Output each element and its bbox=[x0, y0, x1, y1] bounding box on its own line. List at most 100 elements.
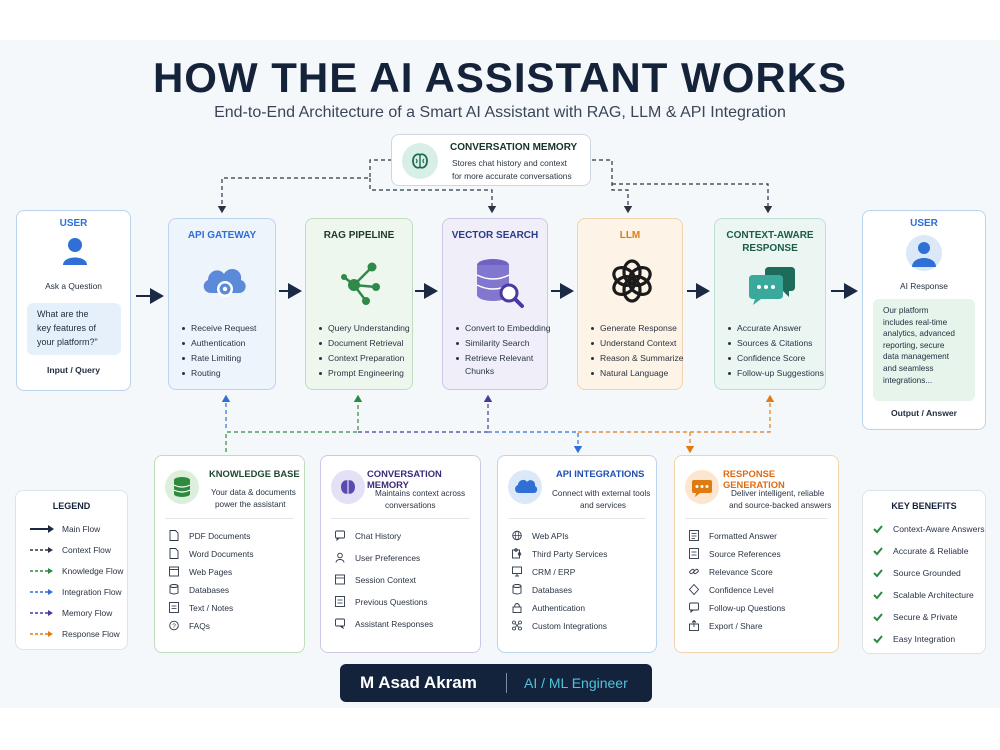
panel-item: PDF Documents bbox=[169, 530, 250, 541]
benefit-item: Accurate & Reliable bbox=[873, 546, 968, 556]
panel-item: Word Documents bbox=[169, 548, 254, 559]
panel-item-label: Custom Integrations bbox=[532, 620, 607, 631]
stage-item: Similarity Search bbox=[455, 336, 541, 351]
panel-item-label: Session Context bbox=[355, 574, 416, 585]
panel-item: CRM / ERP bbox=[512, 566, 575, 577]
key-benefits-panel: KEY BENEFITS Context-Aware Answers Accur… bbox=[862, 490, 986, 654]
panel-title: API INTEGRATIONS bbox=[556, 468, 645, 479]
panel-item: ?FAQs bbox=[169, 620, 210, 631]
user-avatar-icon bbox=[906, 235, 942, 271]
benefit-item: Context-Aware Answers bbox=[873, 524, 985, 534]
stage-context-aware-response: CONTEXT-AWARE RESPONSE Accurate Answer S… bbox=[714, 218, 826, 390]
previous-questions-icon bbox=[335, 596, 345, 607]
dashed-arrow-icon bbox=[30, 610, 53, 616]
cloud-icon bbox=[508, 470, 542, 504]
panel-desc-1: Your data & documents bbox=[211, 488, 296, 497]
stage-item: Query Understanding bbox=[318, 321, 410, 336]
author-badge: M Asad Akram AI / ML Engineer bbox=[340, 664, 652, 702]
stage-title: LLM bbox=[619, 230, 641, 241]
stage-item: Authentication bbox=[181, 336, 269, 351]
stage-llm: LLM Generate Response Understand Context… bbox=[577, 218, 684, 390]
dashed-arrow-icon bbox=[30, 568, 53, 574]
panel-item: Web APIs bbox=[512, 530, 569, 541]
panel-item-label: Databases bbox=[532, 584, 573, 595]
user-avatar-icon bbox=[63, 238, 87, 265]
benefit-item: Source Grounded bbox=[873, 568, 961, 578]
context-flow-line bbox=[612, 183, 773, 214]
memory-top-desc-2: for more accurate conversations bbox=[452, 171, 572, 181]
stage-item: Accurate Answer bbox=[727, 321, 819, 336]
legend-item: Response Flow bbox=[30, 629, 120, 639]
panel-divider bbox=[685, 518, 828, 519]
stage-item: Retrieve Relevant bbox=[455, 351, 541, 366]
benefit-label: Scalable Architecture bbox=[893, 590, 974, 600]
panel-item-label: Formatted Answer bbox=[709, 530, 777, 541]
panel-item-label: Confidence Level bbox=[709, 584, 774, 595]
stage-title: CONTEXT-AWARE bbox=[726, 230, 814, 241]
stage-title: VECTOR SEARCH bbox=[451, 230, 539, 241]
panel-divider bbox=[331, 518, 470, 519]
word-doc-icon bbox=[169, 548, 179, 559]
legend-item: Memory Flow bbox=[30, 608, 112, 618]
answer-line: and seamless bbox=[883, 363, 934, 373]
stage-items: Accurate Answer Sources & Citations Conf… bbox=[727, 321, 824, 381]
check-icon bbox=[873, 635, 883, 644]
stage-item: Sources & Citations bbox=[727, 336, 819, 351]
ai-response-label: AI Response bbox=[900, 281, 948, 291]
brain-icon bbox=[331, 470, 365, 504]
panel-item-label: FAQs bbox=[189, 620, 210, 631]
database-small-icon bbox=[169, 584, 179, 595]
user-output-card: USER AI Response Our platform includes r… bbox=[862, 210, 986, 430]
panel-item-label: Third Party Services bbox=[532, 548, 608, 559]
panel-item: Session Context bbox=[335, 574, 416, 585]
panel-item-label: PDF Documents bbox=[189, 530, 251, 541]
confidence-badge-icon bbox=[689, 584, 699, 595]
panel-item-label: Export / Share bbox=[709, 620, 763, 631]
stage-item: Confidence Score bbox=[727, 351, 819, 366]
legend-panel: LEGEND Main Flow Context Flow Knowledge … bbox=[15, 490, 128, 650]
database-icon bbox=[165, 470, 199, 504]
stage-item-continuation: Chunks bbox=[465, 366, 495, 376]
panel-desc-2: and services bbox=[580, 501, 626, 510]
panel-divider bbox=[508, 518, 646, 519]
legend-label: Memory Flow bbox=[62, 608, 113, 618]
user-prefs-icon bbox=[335, 552, 345, 563]
answer-line: Our platform bbox=[883, 306, 929, 315]
badge-divider bbox=[506, 673, 507, 693]
brain-icon bbox=[402, 143, 438, 179]
chat-history-icon bbox=[335, 530, 345, 541]
panel-item-label: Databases bbox=[189, 584, 230, 595]
link-icon bbox=[689, 568, 699, 575]
ask-question-label: Ask a Question bbox=[45, 281, 102, 291]
stage-items: Generate Response Understand Context Rea… bbox=[590, 321, 684, 381]
panel-item-label: Chat History bbox=[355, 530, 402, 541]
stage-item: Understand Context bbox=[590, 336, 676, 351]
panel-item: Formatted Answer bbox=[689, 530, 777, 541]
context-flow-line bbox=[592, 159, 633, 214]
integration-nodes-icon bbox=[512, 620, 522, 631]
legend-item: Context Flow bbox=[30, 545, 111, 555]
session-icon bbox=[335, 574, 345, 585]
stage-item: Natural Language bbox=[590, 366, 676, 381]
panel-response-generation: RESPONSE GENERATION Deliver intelligent,… bbox=[674, 455, 839, 653]
share-icon bbox=[689, 620, 699, 631]
solid-arrow-icon bbox=[30, 525, 54, 533]
database-small-icon bbox=[512, 584, 522, 595]
stage-item: Reason & Summarize bbox=[590, 351, 684, 366]
memory-top-title: CONVERSATION MEMORY bbox=[450, 142, 578, 153]
benefit-item: Easy Integration bbox=[873, 634, 955, 644]
panel-item: Custom Integrations bbox=[512, 620, 607, 631]
puzzle-icon bbox=[512, 548, 522, 559]
panel-item: Source References bbox=[689, 548, 781, 559]
dashed-arrow-icon bbox=[30, 631, 53, 637]
check-icon bbox=[873, 613, 883, 622]
panel-item-label: Follow-up Questions bbox=[709, 602, 786, 613]
chat-bubbles-icon bbox=[749, 267, 795, 305]
web-page-icon bbox=[169, 566, 179, 577]
panel-item: Chat History bbox=[335, 530, 401, 541]
stage-item: Routing bbox=[181, 366, 269, 381]
panel-item-label: Source References bbox=[709, 548, 781, 559]
panel-divider bbox=[165, 518, 294, 519]
panel-desc-1: Deliver intelligent, reliable bbox=[731, 489, 825, 498]
monitor-icon bbox=[512, 566, 522, 577]
